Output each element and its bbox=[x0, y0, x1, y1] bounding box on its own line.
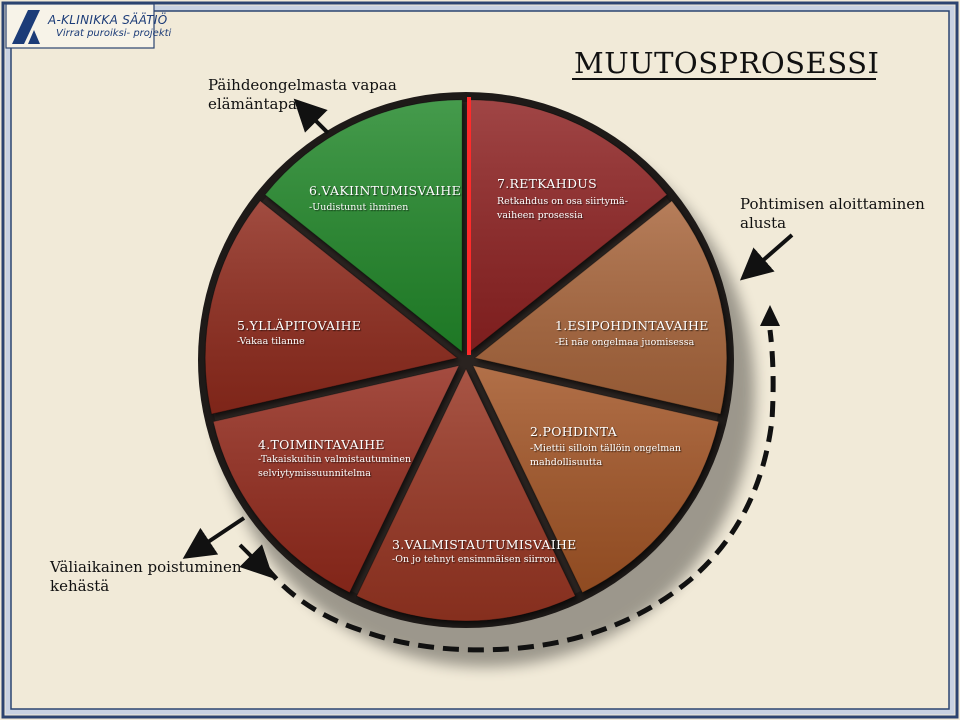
segment-7-title: 7.RETKAHDUS bbox=[497, 176, 597, 191]
segment-4-desc: -Takaiskuihin valmistautuminen selviytym… bbox=[258, 453, 411, 481]
logo-subtitle: Virrat puroiksi- projekti bbox=[56, 28, 172, 39]
arrow-right-icon bbox=[739, 233, 794, 281]
segment-1-title: 1.ESIPOHDINTAVAIHE bbox=[555, 318, 709, 333]
label-bottom-left-line-1: Väliaikainen poistuminen bbox=[50, 558, 242, 576]
segment-7-relapse-sheen bbox=[469, 99, 667, 352]
segment-4-desc-line-1: -Takaiskuihin valmistautuminen bbox=[258, 454, 412, 465]
segment-3-desc: -On jo tehnyt ensimmäisen siirron bbox=[392, 553, 556, 567]
logo-mark-icon bbox=[12, 10, 40, 44]
label-right-line-1: Pohtimisen aloittaminen bbox=[740, 195, 925, 213]
segment-3-title: 3.VALMISTAUTUMISVAIHE bbox=[392, 537, 577, 552]
dashed-arrow-head-icon bbox=[760, 305, 780, 326]
arrow-bottom-left-icon bbox=[182, 516, 246, 559]
label-top-left: Päihdeongelmasta vapaa elämäntapa bbox=[208, 76, 397, 114]
segment-3-preparation-sheen bbox=[356, 369, 576, 621]
inner-frame bbox=[10, 10, 950, 710]
segment-2-title: 2.POHDINTA bbox=[530, 424, 618, 439]
segment-1-desc: -Ei näe ongelmaa juomisessa bbox=[555, 336, 694, 350]
segment-6-title: 6.VAKIINTUMISVAIHE bbox=[309, 183, 462, 198]
segment-6-stabilization-sheen bbox=[265, 99, 463, 352]
logo: A-KLINIKKA SÄÄTIÖ Virrat puroiksi- proje… bbox=[6, 4, 171, 48]
segment-4-action-sheen bbox=[213, 365, 459, 593]
logo-title: A-KLINIKKA SÄÄTIÖ bbox=[48, 13, 168, 27]
exit-return-dashed-arrow bbox=[264, 329, 776, 653]
segment-7-desc-line-1: Retkahdus on osa siirtymä- bbox=[497, 196, 628, 207]
label-top-left-line-2: elämäntapa bbox=[208, 95, 297, 113]
label-right-line-2: alusta bbox=[740, 214, 787, 232]
segment-6-desc: -Uudistunut ihminen bbox=[309, 201, 408, 215]
dashed-arrow-start-icon bbox=[238, 543, 274, 579]
segment-2-contemplation-sheen bbox=[473, 365, 719, 593]
segment-1-precontemplation-sheen bbox=[474, 200, 727, 415]
segment-5-desc-line-1: -Vakaa tilanne bbox=[237, 336, 305, 347]
inner-frame-band bbox=[5, 5, 955, 715]
segment-5-title: 5.YLLÄPITOVAIHE bbox=[237, 318, 362, 333]
segment-7-desc-line-2: vaiheen prosessia bbox=[497, 210, 583, 221]
page-title: MUUTOSPROSESSI bbox=[574, 46, 880, 80]
label-bottom-left-line-2: kehästä bbox=[50, 577, 110, 595]
title-underline bbox=[572, 78, 876, 80]
segment-1-desc-line-1: -Ei näe ongelmaa juomisessa bbox=[555, 337, 695, 348]
label-top-left-line-1: Päihdeongelmasta vapaa bbox=[208, 76, 397, 94]
segment-5-maintenance-sheen bbox=[205, 200, 458, 415]
segment-3-desc-line-1: -On jo tehnyt ensimmäisen siirron bbox=[392, 554, 556, 565]
segment-6-desc-line-1: -Uudistunut ihminen bbox=[309, 202, 409, 213]
segment-7-desc: Retkahdus on osa siirtymä- vaiheen prose… bbox=[497, 195, 628, 223]
segment-2-desc-line-2: mahdollisuutta bbox=[530, 457, 603, 468]
label-bottom-left: Väliaikainen poistuminen kehästä bbox=[50, 558, 242, 596]
segment-2-desc: -Miettii silloin tällöin ongelman mahdol… bbox=[530, 442, 681, 470]
arrow-top-left-icon bbox=[293, 98, 330, 135]
segment-4-desc-line-2: selviytymissuunnitelma bbox=[258, 468, 371, 479]
segment-4-title: 4.TOIMINTAVAIHE bbox=[258, 437, 385, 452]
segments bbox=[204, 99, 728, 622]
segment-2-desc-line-1: -Miettii silloin tällöin ongelman bbox=[530, 443, 682, 454]
segment-5-desc: -Vakaa tilanne bbox=[237, 335, 305, 349]
label-right: Pohtimisen aloittaminen alusta bbox=[740, 195, 925, 233]
